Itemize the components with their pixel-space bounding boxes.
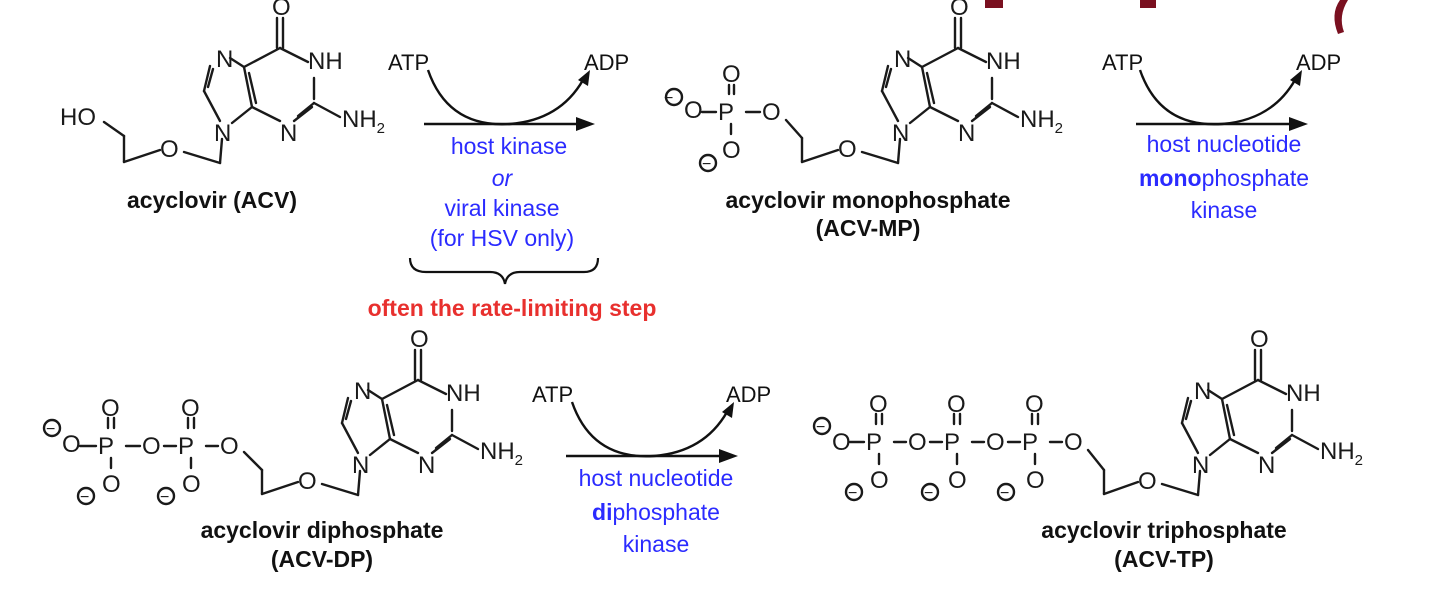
tp-phosphorus-3: P	[1022, 429, 1038, 456]
dp-charge-1: −	[46, 421, 55, 438]
mp-charge-2: −	[702, 156, 711, 173]
dp-charge-3: −	[160, 489, 169, 506]
step2-reaction: ATP ADP host nucleotide monophosphate ki…	[1102, 50, 1341, 223]
hydroxyl-group: HO	[60, 104, 96, 131]
step3-enzyme-line3: kinase	[623, 531, 689, 557]
acv-mp-abbr: (ACV-MP)	[816, 215, 921, 241]
step1-arrowhead	[576, 117, 595, 131]
dp-ether-o: O	[298, 468, 317, 495]
mp-ether-o: O	[838, 136, 857, 163]
acv-dp-structure: − O P O O − O P O O − O O	[42, 324, 525, 506]
tp-double-o-1: O	[869, 391, 888, 418]
tp-charge-4: −	[1000, 485, 1009, 502]
dp-oxygen-3: O	[182, 471, 201, 498]
dp-double-o-2: O	[181, 395, 200, 422]
step1-adp-arrowhead	[578, 70, 590, 86]
step1-adp: ADP	[584, 50, 629, 75]
step1-reaction: ATP ADP host kinase or viral kinase (for…	[368, 50, 657, 321]
mp-oxygen-2: O	[722, 137, 741, 164]
step1-enzyme-line3: viral kinase	[444, 195, 559, 221]
tp-charge-1: −	[816, 419, 825, 436]
step2-enzyme-line1: host nucleotide	[1147, 131, 1302, 157]
dp-ester-o: O	[220, 433, 239, 460]
acv-mp-name: acyclovir monophosphate	[725, 187, 1010, 213]
tp-ester-o: O	[1064, 429, 1083, 456]
mp-charge-1: −	[664, 90, 673, 107]
mp-phosphorus: P	[718, 99, 734, 126]
tp-oxygen-4: O	[1026, 467, 1045, 494]
tp-charge-3: −	[924, 485, 933, 502]
dp-double-o-1: O	[101, 395, 120, 422]
tp-bridge-o-2: O	[986, 429, 1005, 456]
step1-or: or	[492, 165, 514, 191]
acv-dp-name: acyclovir diphosphate	[201, 517, 444, 543]
dp-phosphorus-1: P	[98, 433, 114, 460]
acv-tp-abbr: (ACV-TP)	[1114, 546, 1214, 572]
acv-mp-structure: − O P O O − O O	[664, 0, 1065, 173]
rate-limiting-brace	[408, 257, 600, 285]
step2-adp: ADP	[1296, 50, 1341, 75]
step3-reaction: ATP ADP host nucleotide diphosphate kina…	[532, 382, 771, 557]
dp-charge-2: −	[80, 489, 89, 506]
tp-phosphorus-1: P	[866, 429, 882, 456]
step3-atp: ATP	[532, 382, 573, 407]
tp-ether-o: O	[1138, 468, 1157, 495]
tp-charge-2: −	[848, 485, 857, 502]
tp-oxygen-3: O	[948, 467, 967, 494]
dp-phosphorus-2: P	[178, 433, 194, 460]
acv-tp-structure: − O P O O − O P O O − O P O O − O	[812, 324, 1365, 502]
clipped-title-fragment	[985, 0, 1348, 34]
rate-limiting-note: often the rate-limiting step	[368, 295, 657, 321]
mp-double-o: O	[722, 61, 741, 88]
dp-oxygen-1: O	[62, 431, 81, 458]
acv-name: acyclovir (ACV)	[127, 187, 297, 213]
step2-enzyme-line2: monophosphate	[1139, 165, 1309, 191]
acyclovir-structure: HO O	[60, 0, 387, 165]
step1-atp: ATP	[388, 50, 429, 75]
tp-double-o-3: O	[1025, 391, 1044, 418]
tp-oxygen-2: O	[870, 467, 889, 494]
step3-enzyme-line1: host nucleotide	[579, 465, 734, 491]
step3-enzyme-line2: diphosphate	[592, 499, 720, 525]
dp-bridge-o: O	[142, 433, 161, 460]
mp-ester-o: O	[762, 99, 781, 126]
step2-atp: ATP	[1102, 50, 1143, 75]
tp-bridge-o-1: O	[908, 429, 927, 456]
tp-phosphorus-2: P	[944, 429, 960, 456]
mp-oxygen-1: O	[684, 97, 703, 124]
tp-oxygen-1: O	[832, 429, 851, 456]
acv-tp-name: acyclovir triphosphate	[1041, 517, 1286, 543]
step1-enzyme-line4: (for HSV only)	[430, 225, 574, 251]
tp-double-o-2: O	[947, 391, 966, 418]
dp-oxygen-2: O	[102, 471, 121, 498]
ether-oxygen: O	[160, 136, 179, 163]
step1-enzyme-line1: host kinase	[451, 133, 567, 159]
step2-enzyme-line3: kinase	[1191, 197, 1257, 223]
acv-dp-abbr: (ACV-DP)	[271, 546, 373, 572]
